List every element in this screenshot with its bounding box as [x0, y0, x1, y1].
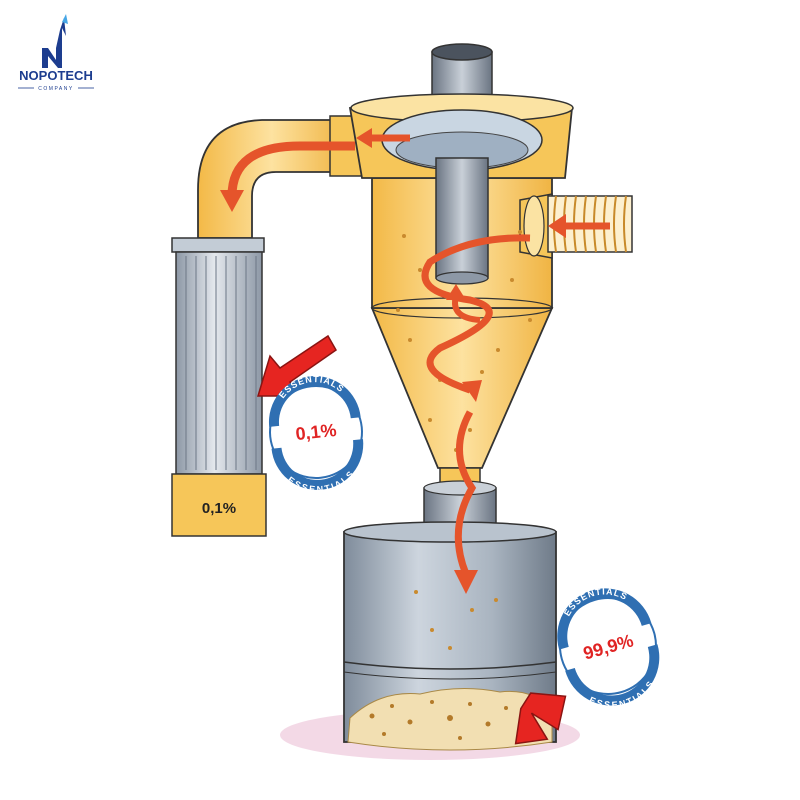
logo-subtitle: COMPANY — [38, 86, 73, 92]
downward-flow-arrow — [454, 410, 477, 576]
essentials-badge-drum: ESSENTIALS ESSENTIALS 99,9% — [557, 579, 660, 718]
spiral-flow-arrow — [421, 234, 531, 394]
logo-name: NOPOTECH — [19, 68, 93, 83]
filter-percent-label: 0,1% — [202, 500, 236, 517]
collection-drum — [343, 521, 557, 751]
badge-value: 0,1% — [295, 420, 338, 444]
drum-pointer-arrow — [514, 692, 567, 745]
elbow-duct — [197, 115, 371, 239]
filter-cartridge: 0,1% — [171, 237, 267, 537]
duct-flow-arrow — [227, 141, 355, 197]
nopotech-logo: NOPOTECH COMPANY — [18, 14, 94, 92]
logo-mark-icon — [42, 18, 66, 68]
airflow-arrows — [220, 128, 610, 594]
cyclone-body — [348, 93, 574, 531]
